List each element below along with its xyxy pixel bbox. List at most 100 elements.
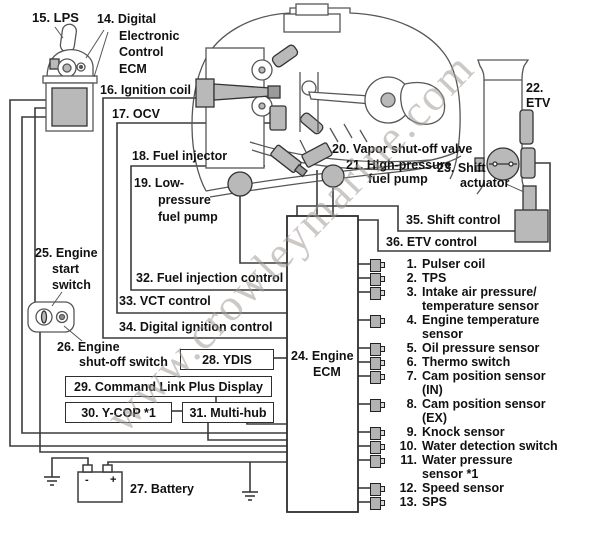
sensor-row: 1.Pulser coil [370,257,595,272]
control-base-plate [42,75,98,84]
sensor-number: 12. [399,481,417,495]
intake-top [295,3,329,16]
sensor-number: 3. [406,285,417,299]
connector-icon [370,357,385,370]
throttle-bolt2 [508,161,514,167]
vct-control-wire [116,122,287,314]
battery-terminal-minus [82,464,93,473]
etv-actuator-lower [520,147,536,179]
fuel-injector-icon [270,144,308,178]
low-pressure-pump-wire [239,196,287,264]
vapor-shutoff-valve-icon [301,142,333,168]
ycop-box: 30. Y-COP *1 [65,402,172,423]
etv-top-flange [477,59,530,81]
ecm14-pointer-b [93,31,109,78]
label-lps: 15. LPS [32,10,79,25]
sensor-label: Cam position sensor (EX) [422,397,546,425]
label-vapor-shutoff-valve: 20. Vapor shut-off valve [332,142,473,156]
sensor-number: 11. [400,453,417,467]
label-ocv: 17. OCV [112,107,160,121]
battery-minus-wire [51,457,89,477]
shift-actuator-pointer [505,183,525,193]
start-switch-wire [39,332,287,453]
key-slot [40,310,48,324]
sensor-number: 5. [406,341,417,355]
label-fuel-injector: 18. Fuel injector [132,149,228,163]
hose-ticks [299,123,368,153]
battery-illustration: - + [77,464,123,503]
sensor-label: SPS [422,495,448,509]
sensor-number: 13. [399,495,417,509]
shift-actuator-stem [522,185,537,213]
label-fuel-injection-control: 32. Fuel injection control [136,271,284,285]
start-switch-illustration [27,301,75,333]
sensor-number: 10. [399,439,417,453]
ground-icon [44,476,60,486]
sensor-label: Oil pressure sensor [422,341,540,355]
sensor-row: 13. SPS [370,495,595,510]
sensor-number: 4. [406,313,417,327]
etv-actuator-upper [519,109,534,145]
label-engine-ecm: 24. Engine ECM [291,349,354,379]
sensor-label: Thermo switch [422,355,511,369]
connector-icon [370,441,385,454]
fuel-injection-control-wire [130,165,287,291]
digital-ignition-control-wire [102,97,287,339]
remote-control-illustration [42,23,98,132]
connector-icon [370,287,385,300]
etv-left-tab [474,157,485,172]
sensor-label: Water pressure sensor *1 [422,453,513,481]
sensor-label: TPS [422,271,447,285]
command-link-box: 29. Command Link Plus Display [65,376,272,397]
ocv-icon [269,105,287,131]
shift-control-wire [296,205,516,232]
ecm14-pointer-a [85,29,105,59]
crank-hub [380,92,396,108]
engine-illustration [191,3,462,198]
label-engine-shutoff-switch: 26. Engine shut-off switch [57,340,168,369]
cowl-bottom-line2 [209,155,462,198]
label-engine-start-switch: 25. Engine start switch [35,246,98,292]
control-unit [51,87,88,127]
connector-icon [370,497,385,510]
high-pressure-fuel-pump-icon [321,164,345,188]
label-low-pressure-fuel-pump: 19. Low- pressure fuel pump [134,176,218,224]
remote-wire-outer [9,99,287,447]
start-switch-pointer [51,291,63,307]
shutoff-switch-pointer [63,325,83,342]
sensor-number: 9. [406,425,417,439]
sensor-row: 4.Engine temperature sensor [370,313,595,341]
sensor-label: Intake air pressure/ temperature sensor [422,285,539,313]
sensor-number: 7. [406,369,417,383]
sensor-number: 6. [406,355,417,369]
label-ignition-coil: 16. Ignition coil [100,83,191,97]
valve-boot-upper [271,44,299,68]
connector-icon [370,273,385,286]
dome-button-dot [78,64,84,70]
label-shift-actuator: 23. Shift actuator [437,161,510,190]
cam-center-upper [258,66,266,74]
label-digital-ecm: 14. Digital Electronic Control ECM [97,12,180,76]
spark-plug-icon [267,85,281,99]
battery-plus-wire [107,461,287,465]
connector-icon [370,343,385,356]
sensor-row: 12.Speed sensor [370,481,595,496]
component-icons [195,78,345,197]
ydis-box: 28. YDIS [180,349,274,370]
battery-terminal-plus [102,464,113,473]
lps-pointer [54,26,64,39]
remote-to-start-switch-wire [34,107,47,302]
multihub-wire-a [207,421,287,441]
label-etv: 22. ETV [526,81,551,110]
etv-illustration [474,59,536,195]
piston-pin [301,80,317,96]
sensor-row: 6. Thermo switch [370,355,595,370]
pointer-lines [51,26,525,342]
label-high-pressure-fuel-pump: 21. High-pressure fuel pump [346,158,452,186]
sensor-label: Cam position sensor (IN) [422,369,546,397]
multihub-box: 31. Multi-hub [182,402,274,423]
shift-actuator-illustration [514,185,549,243]
valve-boot-lower [299,112,324,135]
